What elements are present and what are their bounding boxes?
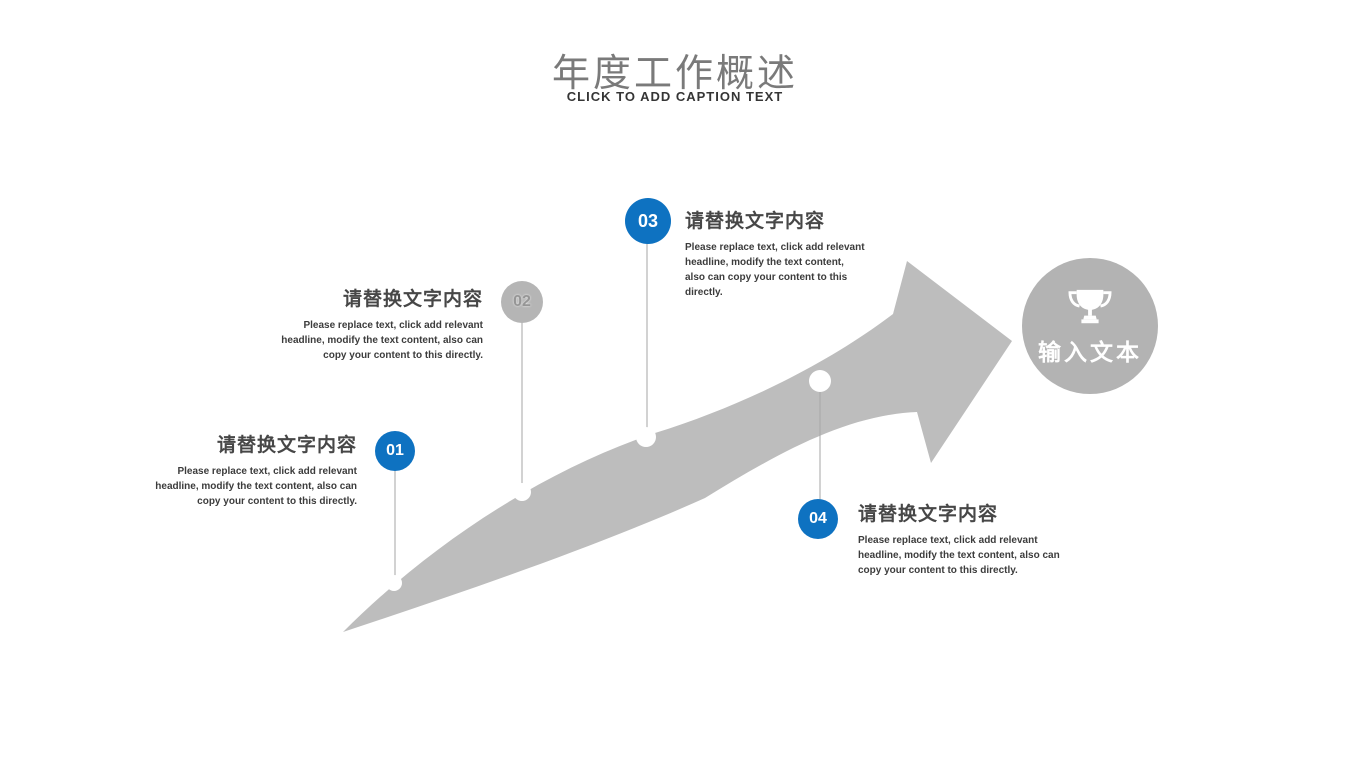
step-number-badge-02: 02 xyxy=(501,281,543,323)
goal-label: 输入文本 xyxy=(1038,338,1142,365)
goal-circle: 输入文本 xyxy=(1022,258,1158,394)
step-text-block-3: 请替换文字内容 Please replace text, click add r… xyxy=(685,211,865,300)
caption-subtitle: CLICK TO ADD CAPTION TEXT xyxy=(566,89,784,104)
step-body-text: Please replace text, click add relevant … xyxy=(281,319,483,361)
milestone-dot-4 xyxy=(809,370,831,392)
trophy-icon xyxy=(1068,289,1112,323)
step-text-block-4: 请替换文字内容 Please replace text, click add r… xyxy=(858,504,1073,578)
step-heading: 请替换文字内容 xyxy=(216,435,357,456)
step-text-block-2: 请替换文字内容 Please replace text, click add r… xyxy=(268,289,483,363)
step-number-badge-03: 03 xyxy=(625,198,671,244)
step-number-label: 02 xyxy=(513,293,531,310)
step-heading: 请替换文字内容 xyxy=(342,289,483,310)
step-body-text: Please replace text, click add relevant … xyxy=(155,465,357,507)
step-body-text: Please replace text, click add relevant … xyxy=(685,241,865,298)
step-number-label: 01 xyxy=(386,442,404,459)
step-number-badge-04: 04 xyxy=(798,499,838,539)
step-number-label: 04 xyxy=(809,510,827,527)
step-text-block-1: 请替换文字内容 Please replace text, click add r… xyxy=(142,435,357,509)
step-number-badge-01: 01 xyxy=(375,431,415,471)
milestone-dot-3 xyxy=(636,427,656,447)
milestone-dot-2 xyxy=(513,483,531,501)
swoosh-arrow-shape xyxy=(343,261,1012,632)
step-heading: 请替换文字内容 xyxy=(685,211,826,232)
step-body-text: Please replace text, click add relevant … xyxy=(858,534,1060,576)
step-number-label: 03 xyxy=(637,210,659,231)
step-heading: 请替换文字内容 xyxy=(858,504,999,525)
page-title: 年度工作概述 xyxy=(551,53,798,95)
milestone-dot-1 xyxy=(386,575,402,591)
